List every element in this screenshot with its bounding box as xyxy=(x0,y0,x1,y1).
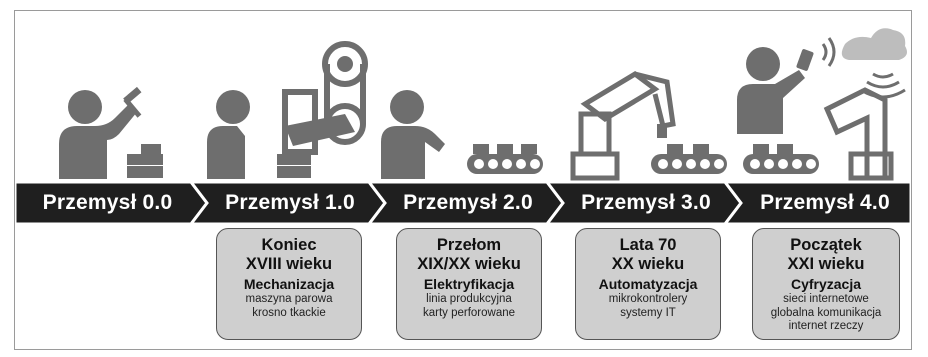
info-subtitle: XXI wieku xyxy=(787,255,865,273)
info-subtitle: XVIII wieku xyxy=(245,255,333,273)
conveyor-belt-icon xyxy=(381,90,543,179)
robot-arm-icon xyxy=(570,70,727,181)
info-theme: Mechanizacja xyxy=(243,276,335,292)
info-title: Początek xyxy=(790,236,862,254)
steam-machine-icon xyxy=(207,41,368,179)
info-subtitle: XIX/XX wieku xyxy=(417,255,521,273)
info-detail: mikrokontrolery xyxy=(608,293,688,305)
stage-label-0: Przemysł 0.0 xyxy=(42,191,173,214)
illustrations xyxy=(59,28,907,181)
worker-hammer-icon xyxy=(59,86,163,179)
info-detail: maszyna parowa xyxy=(245,293,333,305)
info-theme: Cyfryzacja xyxy=(790,276,862,292)
info-detail: systemy IT xyxy=(620,306,676,319)
stage-label-2: Przemysł 2.0 xyxy=(403,191,533,214)
info-box-1: Koniec XVIII wieku Mechanizacja maszyna … xyxy=(216,228,362,340)
info-theme: Automatyzacja xyxy=(598,276,698,292)
info-detail: karty perforowane xyxy=(422,306,516,319)
info-title: Przełom xyxy=(436,236,502,254)
info-title: Lata 70 xyxy=(619,236,677,254)
stage-label-1: Przemysł 1.0 xyxy=(225,191,355,214)
info-subtitle: XX wieku xyxy=(611,255,685,273)
info-theme: Elektryfikacja xyxy=(423,276,515,292)
stage-label-3: Przemysł 3.0 xyxy=(581,191,711,214)
info-detail: internet rzeczy xyxy=(788,320,864,332)
info-detail: sieci internetowe xyxy=(783,293,869,305)
stage-label-4: Przemysł 4.0 xyxy=(760,191,890,214)
info-title: Koniec xyxy=(261,236,317,254)
info-detail: krosno tkackie xyxy=(252,306,326,319)
info-detail: globalna komunikacja xyxy=(770,306,882,319)
info-detail: linia produkcyjna xyxy=(426,293,512,305)
info-box-3: Lata 70 XX wieku Automatyzacja mikrokont… xyxy=(575,228,721,340)
info-box-2: Przełom XIX/XX wieku Elektryfikacja lini… xyxy=(396,228,542,340)
cloud-iot-icon xyxy=(737,28,907,181)
diagram-frame xyxy=(14,10,912,350)
timeline-banner xyxy=(15,180,911,226)
info-box-4: Początek XXI wieku Cyfryzacja sieci inte… xyxy=(752,228,900,340)
banner-segment-4 xyxy=(721,180,911,226)
